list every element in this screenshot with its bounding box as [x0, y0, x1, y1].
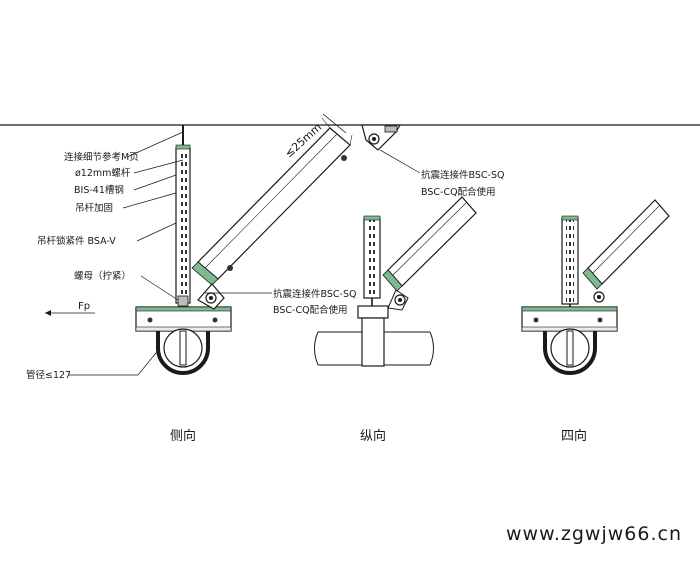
label-connector-ref: 连接细节参考M页 — [64, 151, 139, 163]
side-view: ≤25mm 连接细节参考M页 ø12mm螺杆 BIS-41槽钢 吊杆加固 吊杆锁… — [26, 113, 504, 444]
view-title-side: 侧向 — [170, 428, 196, 444]
watermark: www.zgwjw66.cn — [506, 523, 682, 545]
label-seismic-top-1: 抗震连接件BSC-SQ — [421, 169, 504, 181]
view-title-longitudinal: 纵向 — [360, 428, 386, 444]
lower-connector — [197, 283, 225, 310]
label-seismic-mid-2: BSC-CQ配合使用 — [273, 304, 348, 316]
label-seismic-mid-1: 抗震连接件BSC-SQ — [273, 288, 356, 300]
label-rod-reinforce: 吊杆加固 — [75, 202, 113, 214]
label-nut: 螺母（拧紧） — [74, 270, 131, 282]
label-seismic-top-2: BSC-CQ配合使用 — [421, 186, 496, 198]
diagonal-brace — [191, 127, 351, 286]
nut-block — [177, 295, 189, 307]
label-rod-lock: 吊杆锁紧件 BSA-V — [37, 235, 116, 247]
label-rod: ø12mm螺杆 — [75, 167, 131, 179]
upper-connector — [361, 124, 402, 151]
label-channel: BIS-41槽钢 — [74, 184, 124, 196]
pipe-clamp — [156, 331, 210, 375]
label-force: Fp — [78, 301, 90, 312]
longitudinal-view: 纵向 — [314, 196, 477, 444]
long-pipe — [314, 331, 434, 366]
view-title-four-way: 四向 — [561, 428, 587, 444]
label-pipe-dia: 管径≤127 — [26, 369, 71, 381]
four-way-view: 四向 — [521, 199, 670, 444]
